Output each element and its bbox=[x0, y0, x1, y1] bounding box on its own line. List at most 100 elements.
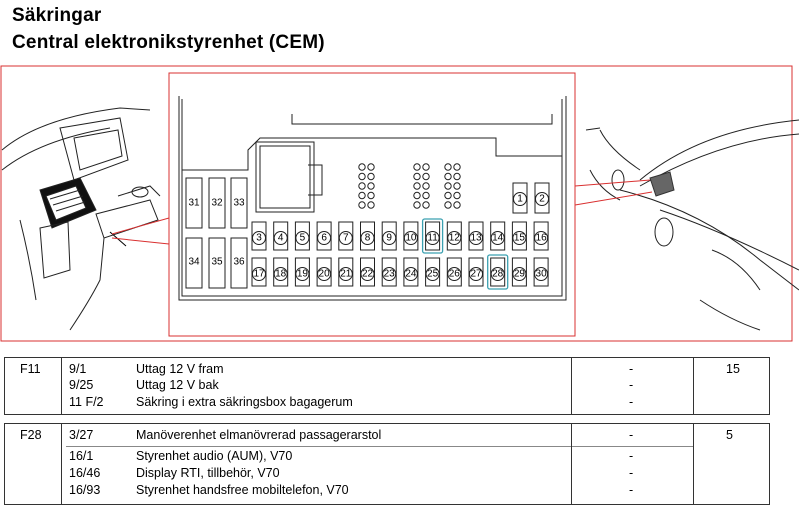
fuse-label: 19 bbox=[297, 269, 309, 280]
fuse bbox=[425, 221, 441, 251]
large-fuse-label: 34 bbox=[188, 257, 200, 268]
connector-pin bbox=[413, 191, 421, 200]
fuse-label: 7 bbox=[343, 233, 349, 244]
table-row-value: - bbox=[629, 466, 634, 480]
fuse-circle bbox=[273, 231, 288, 245]
fuse-label: 22 bbox=[362, 269, 374, 280]
fuse-circle bbox=[490, 267, 505, 281]
table-row-code: 11 F/2 bbox=[69, 395, 104, 409]
fuse bbox=[533, 257, 549, 287]
fuse-circle bbox=[512, 267, 527, 281]
fuse-label: 1 bbox=[517, 194, 523, 205]
connector-pin bbox=[367, 191, 375, 200]
connector-pin bbox=[422, 172, 430, 181]
connector-pin bbox=[444, 163, 452, 171]
fuse bbox=[294, 221, 310, 251]
fuse-label: 25 bbox=[427, 269, 439, 280]
fuse-circle bbox=[360, 231, 375, 245]
fuse bbox=[338, 221, 354, 251]
fuse bbox=[490, 221, 506, 251]
fuse-circle bbox=[382, 231, 397, 245]
fuse-circle bbox=[513, 192, 527, 206]
large-fuse bbox=[208, 177, 226, 229]
connector-pin bbox=[453, 191, 461, 200]
page-title: Säkringar bbox=[12, 5, 102, 26]
fuse-label: 15 bbox=[514, 233, 526, 244]
connector-pin bbox=[358, 201, 366, 209]
fuse bbox=[360, 221, 375, 251]
connector-pin bbox=[367, 201, 375, 209]
fuse-label: 11 bbox=[427, 233, 438, 244]
fuse-circle bbox=[382, 267, 397, 281]
fuse-label: 8 bbox=[365, 233, 371, 244]
fuse-highlight bbox=[487, 254, 509, 290]
fuse-circle bbox=[534, 267, 549, 281]
fuse bbox=[294, 257, 310, 287]
connector-pin bbox=[413, 172, 421, 181]
connector-pin bbox=[358, 191, 366, 200]
fuse bbox=[316, 257, 332, 287]
fuse-circle bbox=[425, 231, 440, 245]
fuse-circle bbox=[317, 267, 332, 281]
fuse bbox=[381, 257, 397, 287]
fuse-circle bbox=[425, 267, 440, 281]
fuse-label: 29 bbox=[514, 269, 526, 280]
table-row-value: - bbox=[629, 378, 634, 392]
fuse bbox=[273, 257, 289, 287]
table-row-code: 16/93 bbox=[69, 483, 101, 497]
fuse-circle bbox=[535, 192, 549, 206]
fuse-circle bbox=[512, 231, 527, 245]
fuse-label: 17 bbox=[253, 269, 265, 280]
table-row-value: - bbox=[629, 428, 634, 442]
fuse-circle bbox=[469, 267, 483, 281]
table-row-value: - bbox=[629, 395, 634, 409]
fuse bbox=[251, 257, 267, 287]
fuse bbox=[316, 221, 332, 251]
fuse-label: 26 bbox=[449, 269, 461, 280]
large-fuse bbox=[230, 177, 248, 229]
fuse-circle bbox=[534, 231, 549, 245]
fuse-label: 24 bbox=[405, 269, 417, 280]
fuse bbox=[512, 182, 528, 214]
fuse-circle bbox=[360, 267, 375, 281]
table-row-desc: Display RTI, tillbehör, V70 bbox=[136, 466, 280, 480]
fuse bbox=[490, 257, 506, 287]
connector-pin bbox=[453, 163, 461, 171]
fuse-circle bbox=[295, 267, 310, 281]
large-fuse-label: 33 bbox=[233, 198, 245, 209]
fuse-label: 13 bbox=[470, 233, 482, 244]
large-fuse-label: 31 bbox=[188, 198, 200, 209]
car-interior-illustration bbox=[585, 119, 799, 331]
fuse bbox=[403, 257, 419, 287]
connector-pin bbox=[444, 201, 452, 209]
connector-pin bbox=[453, 201, 461, 209]
table-row-desc: Manöverenhet elmanövrerad passagerarstol bbox=[136, 428, 382, 442]
connector-pin bbox=[358, 172, 366, 181]
fuse-label: 10 bbox=[405, 233, 417, 244]
fuse bbox=[425, 257, 441, 287]
fuse bbox=[534, 182, 550, 214]
table-row-value: - bbox=[629, 483, 634, 497]
table-row-desc: Styrenhet audio (AUM), V70 bbox=[136, 449, 293, 463]
table-row-value: - bbox=[629, 449, 634, 463]
fuse-label: 3 bbox=[256, 233, 262, 244]
fuse-circle bbox=[273, 267, 288, 281]
table-row-code: 3/27 bbox=[69, 428, 94, 442]
fuse bbox=[468, 221, 484, 251]
page-subtitle: Central elektronikstyrenhet (CEM) bbox=[12, 32, 325, 53]
fuse-label: 18 bbox=[275, 269, 287, 280]
large-fuse-label: 36 bbox=[233, 257, 245, 268]
table-row-code: 9/25 bbox=[69, 378, 94, 392]
connector-pin bbox=[453, 182, 461, 190]
connector-pin bbox=[358, 182, 366, 190]
table-row-desc: Uttag 12 V bak bbox=[136, 378, 219, 392]
fuse-amperage: 5 bbox=[726, 428, 733, 442]
fuse-circle bbox=[447, 267, 462, 281]
table-row-code: 16/1 bbox=[69, 449, 94, 463]
connector-pin bbox=[367, 172, 375, 181]
fuse bbox=[381, 221, 397, 251]
cem-location-marker bbox=[649, 171, 675, 197]
fuse-label: 27 bbox=[470, 269, 482, 280]
large-fuse bbox=[185, 237, 203, 289]
fuse-label: 2 bbox=[539, 194, 545, 205]
